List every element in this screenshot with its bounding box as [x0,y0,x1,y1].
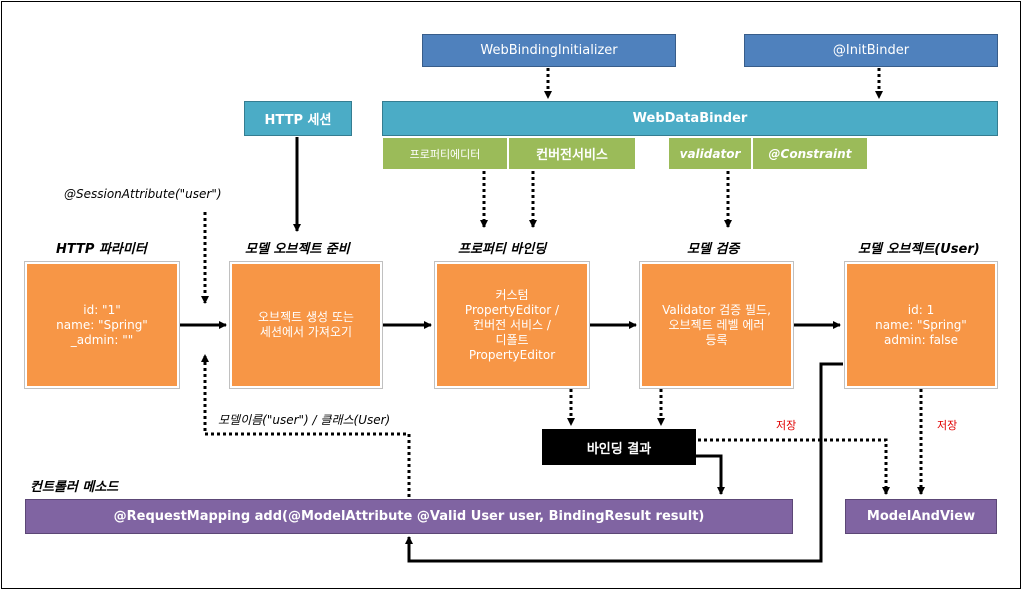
web-data-binder-box: WebDataBinder [382,101,998,136]
session-attribute-note: @SessionAttribute("user") [64,187,222,201]
controller-method-label: 컨트롤러 메소드 [30,480,119,495]
http-params-box: id: "1" name: "Spring" _admin: "" [24,261,180,389]
model-prepare-box: 오브젝트 생성 또는 세션에서 가져오기 [229,261,383,389]
web-binding-initializer-box: WebBindingInitializer [422,34,676,67]
conversion-service-box: 컨버전서비스 [508,137,636,170]
constraint-box: @Constraint [752,137,868,170]
property-editor-box: 프로퍼티에디터 [382,137,508,170]
model-validation-box: Validator 검증 필드, 오브젝트 레벨 에러 등록 [639,261,794,389]
validator-box: validator [668,137,752,170]
save-label-model: 저장 [937,419,958,432]
property-binding-box: 커스텀 PropertyEditor / 컨버전 서비스 / 디폴트 Prope… [434,261,590,389]
model-and-view-box: ModelAndView [845,499,997,534]
stage-title-model-prepare: 모델 오브젝트 준비 [245,242,350,257]
init-binder-box: @InitBinder [744,34,998,67]
stage-title-model-validation: 모델 검증 [687,242,740,257]
save-label-result: 저장 [776,419,797,432]
stage-title-property-binding: 프로퍼티 바인딩 [458,242,547,257]
http-session-box: HTTP 세션 [244,101,352,136]
binding-result-box: 바인딩 결과 [542,429,696,465]
stage-title-http-params: HTTP 파라미터 [56,242,147,257]
stage-title-model-object: 모델 오브젝트(User) [858,242,980,257]
model-object-box: id: 1 name: "Spring" admin: false [844,261,998,389]
controller-method-box: @RequestMapping add(@ModelAttribute @Val… [25,499,793,534]
model-name-class-note: 모델이름("user") / 클래스(User) [218,413,391,427]
